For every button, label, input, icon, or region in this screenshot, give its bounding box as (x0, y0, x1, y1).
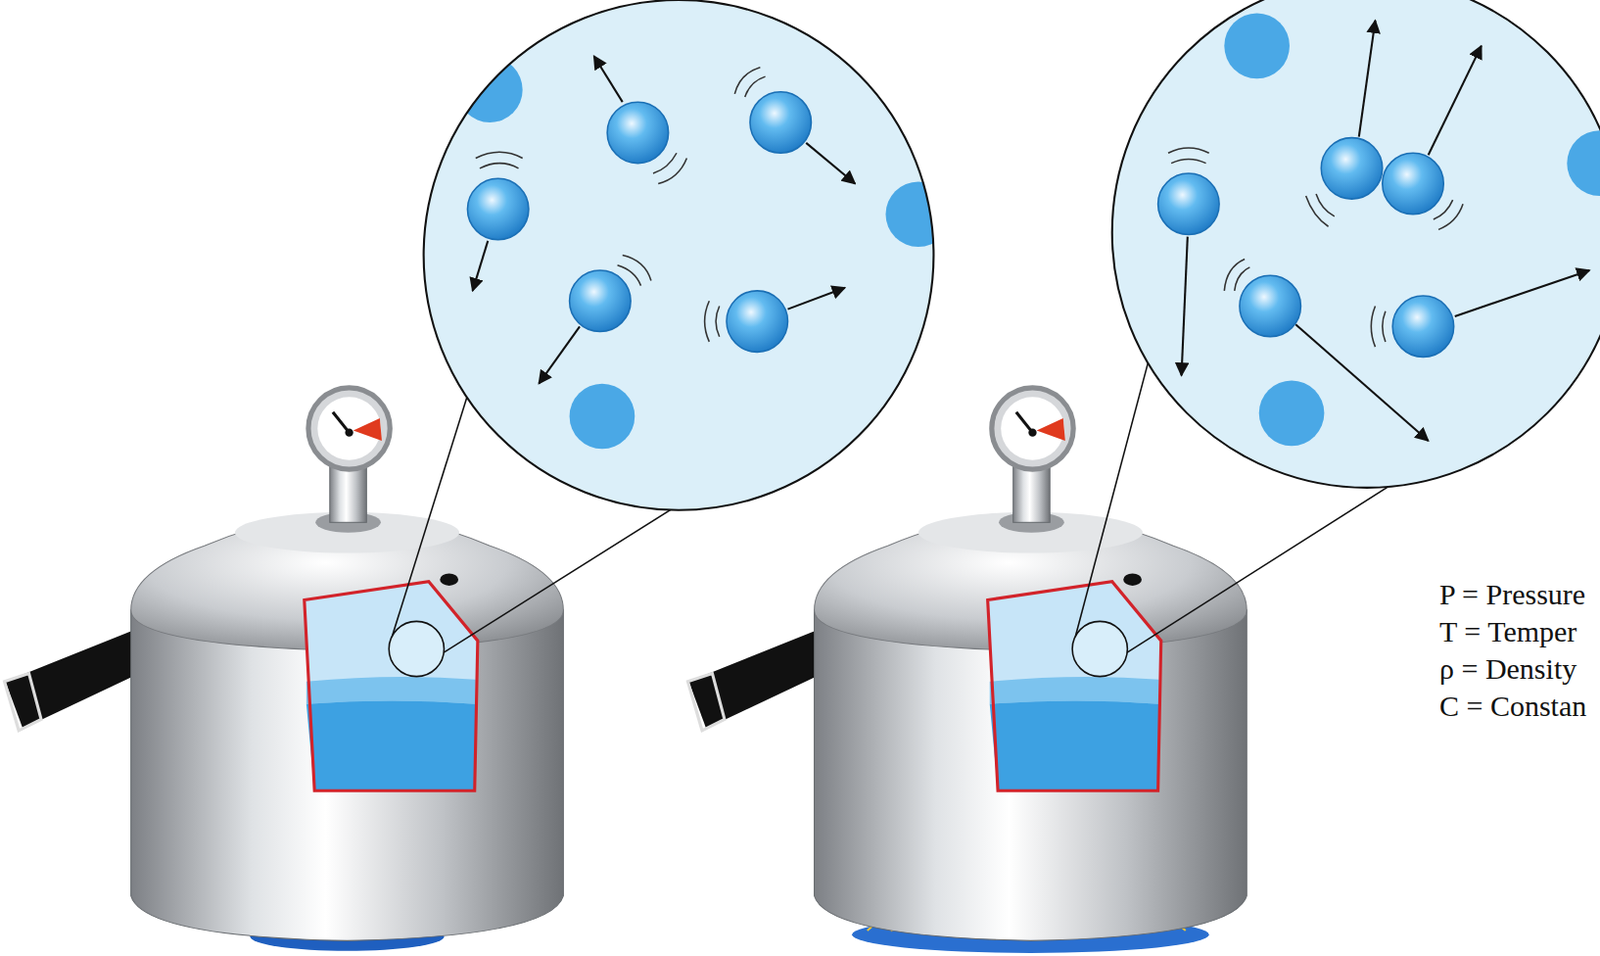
zoom-spot (1072, 620, 1128, 676)
motion-arrows (472, 55, 856, 383)
legend-definition: P = Pressure (1439, 577, 1586, 612)
vibration-arc (1438, 203, 1463, 230)
molecule-partial (1223, 13, 1290, 80)
pot-left (4, 387, 565, 942)
magnifier (423, 0, 935, 511)
motion-arrow (538, 326, 580, 383)
magnifier (1112, 0, 1600, 488)
vibration-arc (1171, 158, 1206, 163)
vibration-arc (705, 300, 710, 342)
edge-molecules (457, 56, 951, 449)
molecule (1320, 138, 1382, 199)
vibration-arc (1382, 311, 1386, 342)
legend-definition: T = Temper (1439, 614, 1577, 649)
motion-arrow (1428, 46, 1482, 155)
molecule-partial (569, 383, 636, 450)
motion-arrow (805, 142, 855, 185)
magnifier-outline (423, 0, 935, 511)
molecule-partial (1259, 380, 1325, 447)
edge-molecules (1223, 13, 1600, 447)
molecule (1382, 152, 1444, 214)
vibration-arc (1223, 259, 1245, 291)
leader-line (1075, 351, 1151, 637)
zoom-spot (388, 620, 444, 676)
molecules (1158, 138, 1455, 358)
motion-arrow (472, 240, 489, 291)
molecule (1158, 173, 1220, 235)
vibration-arc (1168, 147, 1210, 153)
vibration-arc (622, 254, 652, 281)
molecule (1392, 295, 1454, 357)
molecule (750, 92, 811, 153)
cutaway-right (988, 581, 1162, 792)
motion-arrow (1181, 236, 1188, 377)
vibration-arc (734, 67, 760, 95)
molecule (1239, 275, 1301, 336)
motion-arrows (1181, 20, 1591, 441)
vibration-arc (1306, 195, 1329, 227)
vibration-arc (1370, 305, 1375, 347)
vibration-arc (479, 163, 519, 169)
molecule (569, 270, 631, 331)
vibration-arc (475, 151, 523, 158)
vibration-arc (1316, 193, 1335, 217)
vibration-arc (658, 157, 687, 184)
motion-arrow (594, 55, 623, 102)
molecules (467, 92, 811, 353)
motion-arrow (788, 287, 846, 310)
cutaway-left (304, 581, 478, 792)
vibration-arc (715, 305, 720, 336)
magnifier-outline (1112, 0, 1600, 488)
molecule (607, 101, 668, 163)
molecule-partial (885, 181, 951, 247)
motion-arrow (1359, 20, 1376, 138)
motion-arrow (1455, 270, 1590, 317)
vibration-arc (745, 76, 766, 97)
molecule-partial (1566, 130, 1600, 196)
molecule (726, 290, 788, 352)
legend-definition: C = Constan (1439, 689, 1587, 723)
molecule (467, 178, 528, 239)
legend-definition: ρ = Density (1439, 652, 1577, 686)
